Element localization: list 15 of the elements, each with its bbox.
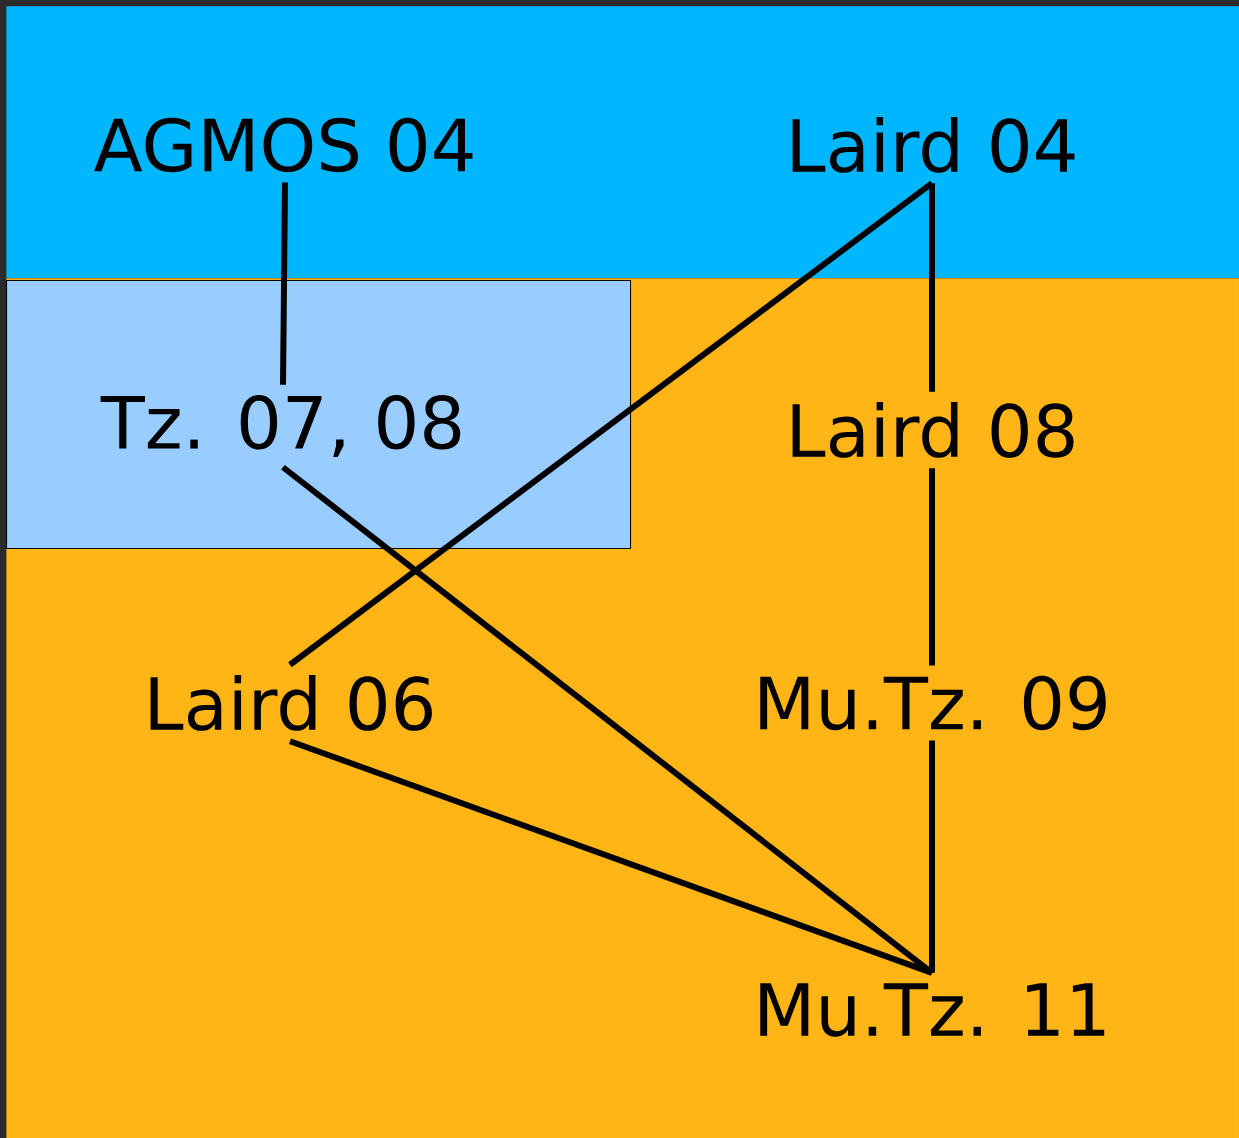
year-label: Laird 04 bbox=[792, 117, 1075, 173]
connector-line bbox=[280, 182, 288, 385]
connector-line bbox=[929, 740, 935, 973]
connector-line bbox=[929, 468, 935, 666]
panel bbox=[6, 280, 632, 550]
year-label: Laird 08 bbox=[792, 402, 1074, 458]
year-label: Laird 06 bbox=[150, 675, 432, 731]
background-band bbox=[5, 6, 1239, 280]
year-label: Mu.Tz. 11 bbox=[760, 983, 1105, 1037]
connector-line bbox=[929, 183, 935, 392]
year-label: AGMOS 04 bbox=[94, 117, 473, 173]
year-label: Tz. 07, 08 bbox=[100, 395, 461, 457]
year-label: Mu.Tz. 09 bbox=[760, 675, 1106, 731]
connector-line bbox=[288, 180, 934, 668]
connector-line bbox=[289, 738, 934, 976]
